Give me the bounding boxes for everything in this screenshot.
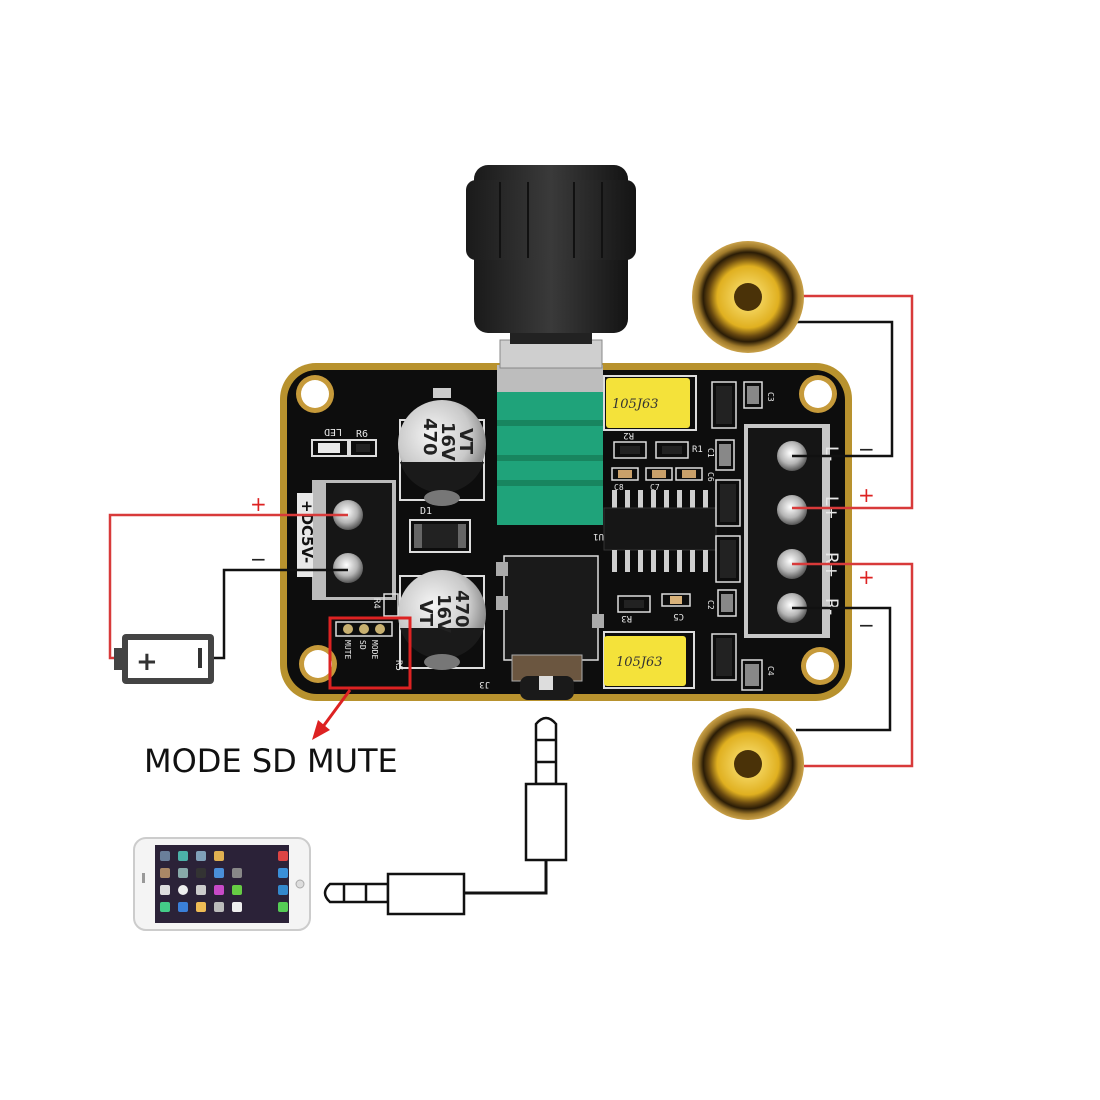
c2-label: C2 [706, 600, 715, 610]
j3-label: J3 [479, 679, 490, 689]
ic-pins-bottom [612, 550, 708, 572]
pin-label-mode: MODE [370, 640, 379, 659]
film-cap-value: 105J63 [616, 655, 663, 670]
r1-label: R1 [692, 445, 703, 455]
cap-brand: VT [415, 600, 436, 627]
pin-label-mute: MUTE [343, 640, 352, 659]
led: LED [311, 426, 349, 457]
cap-voltage: 16V [433, 594, 454, 633]
c7-label: C7 [650, 483, 660, 492]
c5-label: C5 [673, 611, 684, 621]
speaker-terminal-block: L- L+ R+ R- [744, 424, 841, 638]
smd-components-right: C3 C1 C2 C4 [706, 381, 775, 691]
diode-d1: D1 [409, 506, 471, 553]
left-minus-mark: − [858, 437, 875, 461]
smd-components-bottom: R3 C5 [617, 593, 691, 623]
resistor-r6: R6 [349, 429, 377, 457]
left-positive-wire [792, 294, 914, 510]
battery-minus-symbol [198, 648, 202, 668]
left-negative-wire [792, 320, 894, 458]
d1-label: D1 [420, 506, 432, 517]
power-minus-mark: − [250, 547, 267, 571]
smd-components-top: R1 R2 C8 C7 C6 [611, 430, 715, 492]
resistor-r4: R4 [371, 593, 399, 617]
electrolytic-capacitor-bottom: 470 16V VT [398, 570, 486, 670]
c1-label: C1 [706, 448, 715, 458]
film-capacitor-bottom: 105J63 [603, 631, 695, 689]
c6-label: C6 [706, 472, 715, 482]
audio-jack: J3 [479, 555, 604, 700]
film-capacitor-top: 105J63 [603, 375, 697, 431]
callout-text: MODE SD MUTE [144, 742, 398, 780]
speaker-right [692, 708, 804, 820]
smartphone [133, 837, 311, 931]
app-icons [160, 851, 288, 912]
c3-label: C3 [766, 392, 775, 402]
amplifier-ic [603, 490, 717, 572]
power-terminal-block: +DC5V- [297, 480, 396, 600]
power-plus-mark: + [250, 492, 267, 516]
audio-plug-vertical [524, 716, 568, 862]
r2-label: R2 [623, 430, 634, 440]
cap-brand: VT [455, 428, 476, 455]
right-positive-wire [792, 562, 914, 768]
r3-label: R3 [621, 613, 632, 623]
led-label: LED [324, 426, 342, 437]
right-plus-mark: + [858, 565, 875, 589]
audio-cable [462, 860, 548, 895]
amplifier-board: LED R6 470 16V VT +DC5V- [280, 165, 852, 701]
battery-plus-symbol: + [136, 647, 158, 677]
mode-header: MUTE SD MODE R5 [328, 616, 412, 690]
wires [108, 294, 914, 895]
c8-label: C8 [614, 483, 624, 492]
battery-negative-wire [214, 568, 348, 660]
cap-value: 470 [451, 590, 472, 628]
terminal-label-r-minus: R- [821, 598, 841, 615]
left-plus-mark: + [858, 483, 875, 507]
mounting-holes [296, 375, 839, 685]
potentiometer: U1 [497, 365, 604, 541]
pot-label: U1 [593, 531, 604, 541]
cap-voltage: 16V [437, 422, 458, 461]
ic-pins-top [612, 490, 708, 508]
polarity-marks: + − − + + − [250, 437, 875, 637]
header-highlight [328, 616, 412, 690]
cap-value: 470 [419, 418, 440, 456]
electrolytic-capacitor-top: 470 16V VT [398, 388, 486, 506]
c4-label: C4 [766, 666, 775, 676]
right-minus-mark: − [858, 613, 875, 637]
battery: + [114, 634, 214, 684]
mode-callout: MODE SD MUTE [144, 689, 398, 780]
r6-label: R6 [356, 429, 368, 440]
speaker-left [692, 241, 804, 353]
r4-label: R4 [371, 598, 381, 609]
power-terminal-label: +DC5V- [298, 500, 316, 563]
volume-knob[interactable] [466, 165, 636, 369]
audio-plug-horizontal [323, 872, 466, 916]
film-cap-value: 105J63 [612, 397, 659, 412]
pin-label-sd: SD [358, 640, 367, 650]
terminal-label-l-minus: L- [821, 446, 841, 461]
r5-label: R5 [393, 660, 403, 671]
right-negative-wire [792, 606, 892, 732]
